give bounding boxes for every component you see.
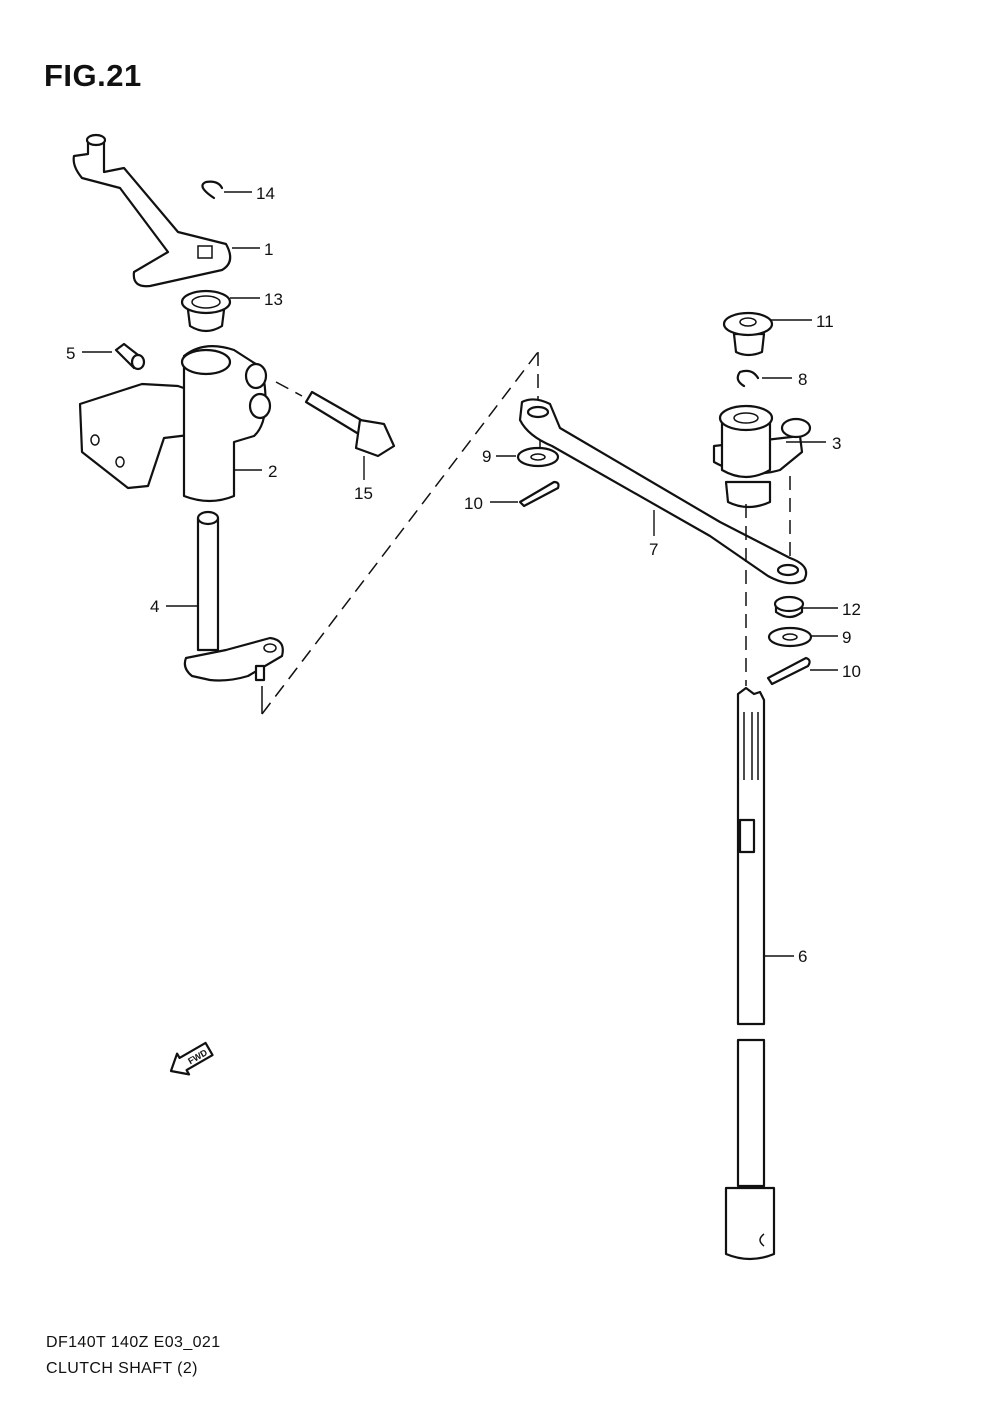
callout-11: 11	[816, 312, 834, 331]
fwd-arrow-icon: FWD	[169, 1041, 214, 1076]
callout-9-right: 9	[842, 628, 851, 647]
callout-7: 7	[649, 540, 658, 559]
part-10-cotter-pin-right	[766, 656, 811, 686]
part-7-link-rod	[518, 398, 808, 585]
callout-2: 2	[268, 462, 277, 481]
part-9-washer-right	[767, 626, 813, 648]
part-11-plug	[722, 311, 774, 357]
callout-labels: 14 1 13 5 2 15 4 11 8 3 9 10 7 12 9 10 6	[66, 184, 861, 966]
part-2-shift-arm	[78, 345, 272, 503]
part-14-e-ring	[201, 180, 224, 200]
callout-9-left: 9	[482, 447, 491, 466]
part-12-bushing	[773, 595, 805, 619]
callout-1: 1	[264, 240, 273, 259]
part-10-cotter-pin-left	[518, 480, 560, 508]
callout-4: 4	[150, 597, 159, 616]
callout-12: 12	[842, 600, 861, 619]
callout-5: 5	[66, 344, 75, 363]
figure-caption: CLUTCH SHAFT (2)	[46, 1360, 198, 1377]
callout-3: 3	[832, 434, 841, 453]
leader-lines	[82, 191, 838, 957]
callout-10-right: 10	[842, 662, 861, 681]
part-3-lever-collar	[712, 404, 812, 509]
part-6-clutch-shaft	[724, 686, 776, 1261]
part-13-bushing	[180, 289, 232, 333]
callout-15: 15	[354, 484, 373, 503]
callout-10-left: 10	[464, 494, 483, 513]
part-9-washer-left	[516, 446, 560, 468]
model-code: DF140T 140Z E03_021	[46, 1334, 221, 1351]
callout-8: 8	[798, 370, 807, 389]
callout-14: 14	[256, 184, 275, 203]
part-15-bolt	[275, 381, 396, 458]
alignment-lines	[261, 351, 791, 715]
part-4-shaft-arm	[183, 510, 284, 682]
callout-13: 13	[264, 290, 283, 309]
part-1-lever	[72, 133, 232, 288]
part-8-circlip	[736, 369, 760, 388]
figure-title: FIG.21	[44, 58, 142, 93]
callout-6: 6	[798, 947, 807, 966]
part-5-grease-nipple	[114, 342, 146, 371]
